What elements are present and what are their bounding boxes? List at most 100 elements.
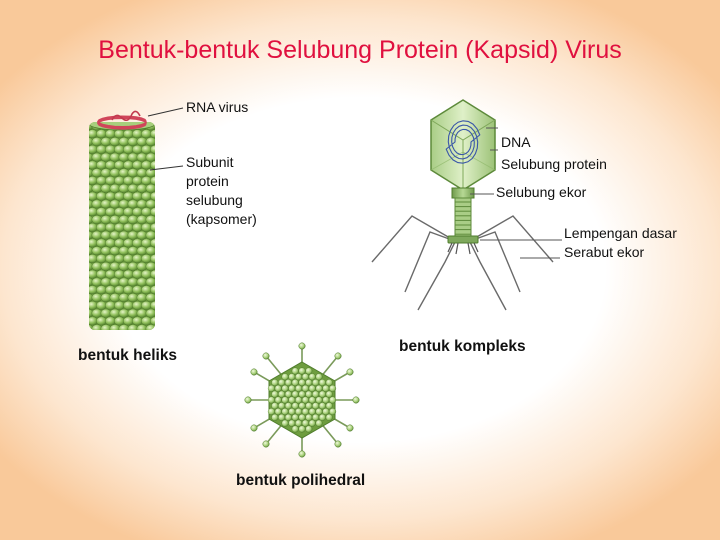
capsomer xyxy=(271,379,279,387)
slide-title: Bentuk-bentuk Selubung Protein (Kapsid) … xyxy=(98,36,622,64)
bacteriophage xyxy=(371,99,562,311)
capsomer xyxy=(308,408,316,416)
capsomer xyxy=(315,384,323,392)
capsomer xyxy=(301,419,309,427)
capsomer xyxy=(145,152,155,162)
phage-leader-lines xyxy=(470,127,562,259)
capsomer xyxy=(284,413,292,421)
capsomer xyxy=(150,238,155,248)
capsomer xyxy=(298,425,306,433)
capsomer xyxy=(150,222,155,232)
capsomer xyxy=(295,408,303,416)
label-subunit-line-4: (kapsomer) xyxy=(186,211,257,227)
capsomer xyxy=(301,408,309,416)
capsomer xyxy=(271,390,279,398)
label-subunit-group: Subunit protein selubung (kapsomer) xyxy=(186,153,257,229)
capsomer xyxy=(312,402,320,410)
capsomer xyxy=(278,379,286,387)
label-dna: DNA xyxy=(501,134,531,150)
capsomer xyxy=(281,373,289,381)
helix-capsomers xyxy=(89,122,155,330)
capsomer xyxy=(295,419,303,427)
label-subunit-line-1: Subunit xyxy=(186,154,234,170)
capsomer xyxy=(305,390,313,398)
capsomer xyxy=(150,191,155,201)
capsomer xyxy=(318,413,326,421)
capsomer xyxy=(308,384,316,392)
capsomer xyxy=(150,129,155,139)
capsomer xyxy=(318,390,326,398)
capsomer xyxy=(150,269,155,279)
label-rna-virus: RNA virus xyxy=(186,99,249,115)
label-selubung-protein: Selubung protein xyxy=(501,156,607,172)
capsomer xyxy=(298,379,306,387)
capsomer xyxy=(305,425,313,433)
capsomer xyxy=(284,402,292,410)
capsomer xyxy=(291,425,299,433)
capsomer xyxy=(315,373,323,381)
capsomer xyxy=(281,408,289,416)
capsomer xyxy=(301,384,309,392)
capsomer xyxy=(145,199,155,209)
capsomer xyxy=(150,285,155,295)
capsomer xyxy=(325,402,333,410)
caption-helical: bentuk heliks xyxy=(78,347,178,364)
capsomer xyxy=(281,396,289,404)
capsomer xyxy=(295,396,303,404)
capsomer xyxy=(284,390,292,398)
capsomer xyxy=(308,419,316,427)
capsomer xyxy=(267,408,275,416)
capsomer xyxy=(315,396,323,404)
capsomer xyxy=(150,160,155,170)
capsomer xyxy=(315,419,323,427)
capsomer xyxy=(308,373,316,381)
capsomer xyxy=(325,413,333,421)
capsomer xyxy=(271,413,279,421)
capsomer xyxy=(298,367,306,375)
polyhedral-spikes xyxy=(244,342,360,458)
capsomer xyxy=(305,402,313,410)
capsomer xyxy=(305,367,313,375)
base-plate xyxy=(447,235,479,255)
capsomer xyxy=(271,402,279,410)
capsomer xyxy=(288,373,296,381)
capsomer xyxy=(288,384,296,392)
capsomer xyxy=(291,413,299,421)
subunit-leader-line xyxy=(149,165,184,171)
capsomer xyxy=(278,402,286,410)
capsomer xyxy=(150,207,155,217)
capsomer xyxy=(145,215,155,225)
capsomer xyxy=(284,379,292,387)
capsomer xyxy=(291,367,299,375)
capsomer xyxy=(298,390,306,398)
capsomer xyxy=(318,402,326,410)
capsomer xyxy=(291,379,299,387)
capsomer xyxy=(274,396,282,404)
polyhedral-capsomers xyxy=(267,367,337,433)
capsomer xyxy=(329,408,337,416)
capsomer xyxy=(145,246,155,256)
capsomer xyxy=(274,384,282,392)
capsomer xyxy=(281,419,289,427)
capsomer xyxy=(315,408,323,416)
capsomer xyxy=(329,384,337,392)
capsomer xyxy=(318,379,326,387)
capsomer xyxy=(278,390,286,398)
capsomer xyxy=(150,176,155,186)
capsomer xyxy=(298,413,306,421)
caption-complex: bentuk kompleks xyxy=(399,338,526,355)
label-subunit-line-2: protein xyxy=(186,173,229,189)
label-subunit-line-3: selubung xyxy=(186,192,243,208)
capsomer xyxy=(145,277,155,287)
capsomer xyxy=(329,396,337,404)
capsomer xyxy=(145,324,155,330)
capsomer xyxy=(322,384,330,392)
capsomer xyxy=(325,390,333,398)
dna-coil xyxy=(445,120,481,164)
label-serabut-ekor: Serabut ekor xyxy=(564,244,645,260)
capsomer xyxy=(145,168,155,178)
capsomer xyxy=(312,413,320,421)
capsomer xyxy=(281,384,289,392)
